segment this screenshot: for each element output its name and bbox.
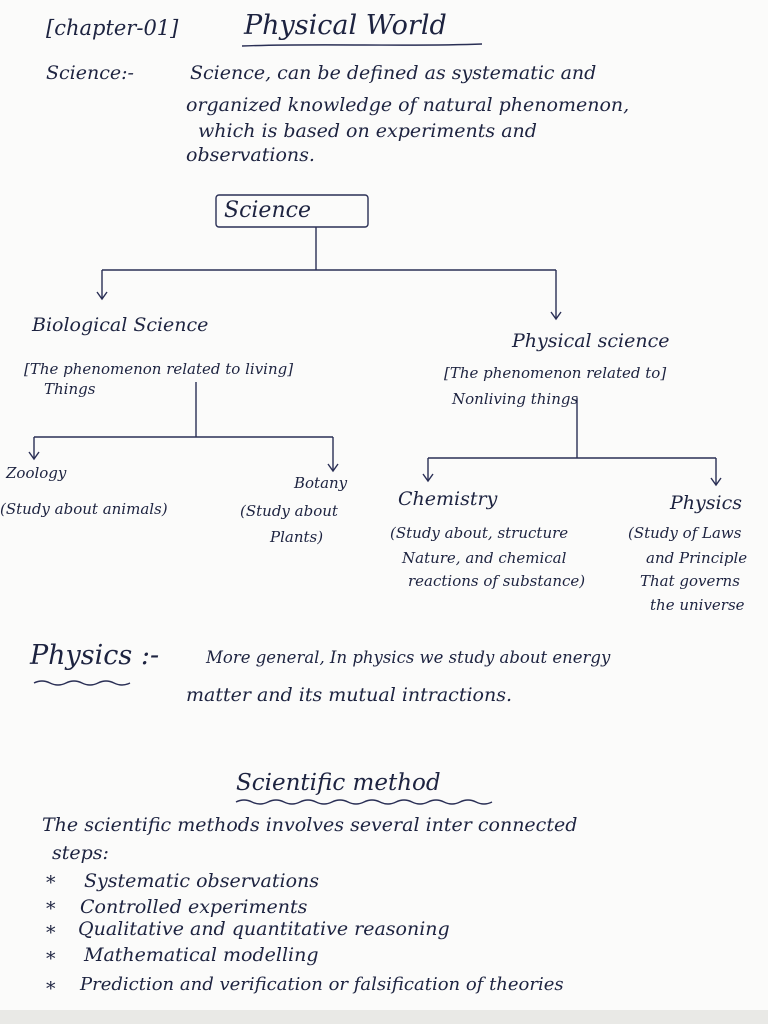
bullet-star-icon: *	[46, 922, 56, 944]
bio-arrow-icon	[96, 291, 108, 301]
definition-line: organized knowledge of natural phenomeno…	[186, 94, 630, 116]
page-title: Physical World	[244, 10, 447, 41]
botany-arrow-icon	[327, 463, 339, 473]
physics-desc: and Principle	[646, 549, 748, 567]
chemistry-desc: reactions of substance)	[408, 572, 586, 590]
definition-line: observations.	[186, 144, 315, 166]
bullet-star-icon: *	[46, 948, 56, 970]
method-intro: steps:	[52, 842, 109, 864]
biological-science-label: Biological Science	[32, 314, 209, 336]
chemistry-desc: Nature, and chemical	[402, 549, 567, 567]
physics-desc: That governs	[640, 572, 740, 590]
list-item: Prediction and verification or falsifica…	[80, 974, 564, 995]
method-intro: The scientific methods involves several …	[42, 814, 578, 836]
bullet-star-icon: *	[46, 898, 56, 920]
page-bottom-edge	[0, 1010, 768, 1024]
list-item: Controlled experiments	[80, 896, 308, 918]
chemistry-desc: (Study about, structure	[390, 524, 569, 542]
phys-arrow-icon	[550, 311, 562, 321]
zoology-desc: (Study about animals)	[0, 500, 168, 518]
tree-root: Science	[224, 198, 311, 223]
list-item: Systematic observations	[84, 870, 319, 892]
botany-label: Botany	[294, 474, 348, 492]
method-underline	[235, 799, 493, 805]
botany-desc: Plants)	[270, 528, 324, 546]
list-item: Mathematical modelling	[84, 944, 319, 966]
definition-line: which is based on experiments and	[198, 120, 537, 142]
method-heading: Scientific method	[236, 770, 441, 796]
root-box-outline	[215, 194, 369, 228]
chemistry-label: Chemistry	[398, 488, 498, 510]
physics-desc: the universe	[650, 596, 745, 614]
title-underline	[241, 43, 483, 47]
physics-note-term: Physics :-	[30, 640, 160, 671]
chapter-label: [chapter-01]	[46, 16, 179, 40]
physics-note-line: More general, In physics we study about …	[206, 648, 611, 667]
list-item: Qualitative and quantitative reasoning	[78, 918, 450, 940]
botany-desc: (Study about	[240, 502, 338, 520]
zoology-arrow-icon	[28, 451, 40, 461]
physical-science-label: Physical science	[512, 330, 670, 352]
physics-desc: (Study of Laws	[628, 524, 742, 542]
physics-arrow-icon	[710, 477, 722, 487]
chemistry-arrow-icon	[422, 473, 434, 483]
zoology-label: Zoology	[6, 464, 67, 482]
physical-desc: [The phenomenon related to]	[444, 364, 667, 382]
definition-line: Science, can be defined as systematic an…	[190, 62, 597, 84]
physical-desc: Nonliving things	[452, 390, 579, 408]
biological-desc: Things	[44, 380, 96, 398]
bullet-star-icon: *	[46, 872, 56, 894]
definition-term: Science:-	[46, 62, 134, 84]
biological-desc: [The phenomenon related to living]	[24, 360, 294, 378]
physics-term-underline	[33, 680, 131, 686]
bullet-star-icon: *	[46, 978, 56, 1000]
physics-label: Physics	[670, 492, 742, 514]
physics-note-line: matter and its mutual intractions.	[186, 684, 512, 706]
